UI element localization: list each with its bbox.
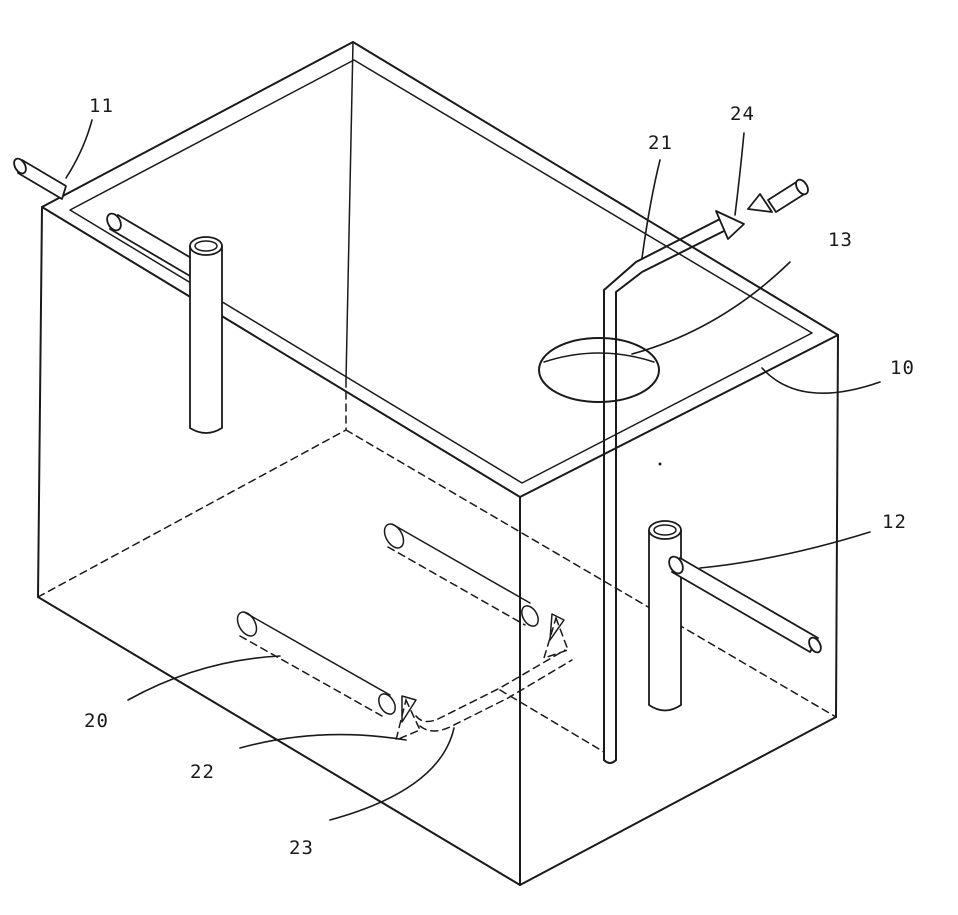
left-vertical-pipe [189, 236, 223, 434]
label-opening: 13 [828, 229, 853, 251]
outlet-pipe [668, 555, 822, 654]
check-valve-right [542, 613, 569, 660]
suction-pipe-right [383, 523, 539, 627]
speck [658, 462, 662, 466]
leader-lines [65, 119, 881, 821]
label-tank: 10 [890, 357, 915, 379]
right-vertical-pipe [648, 520, 682, 712]
label-connector-pipe: 23 [289, 837, 314, 859]
connector-pipe [415, 649, 605, 753]
outlet-valve [715, 178, 809, 240]
suction-pipe-left [236, 611, 396, 717]
label-check-valve: 22 [190, 761, 215, 783]
label-outlet-pipe: 12 [882, 511, 907, 533]
tank-body [37, 41, 839, 886]
opening [538, 337, 660, 403]
label-riser-pipe: 21 [648, 132, 673, 154]
check-valve-left [394, 695, 422, 742]
label-outlet-valve: 24 [730, 103, 755, 125]
riser-pipe [603, 218, 727, 764]
label-suction-pipe: 20 [84, 710, 109, 732]
label-inlet-pipe: 11 [89, 95, 114, 117]
